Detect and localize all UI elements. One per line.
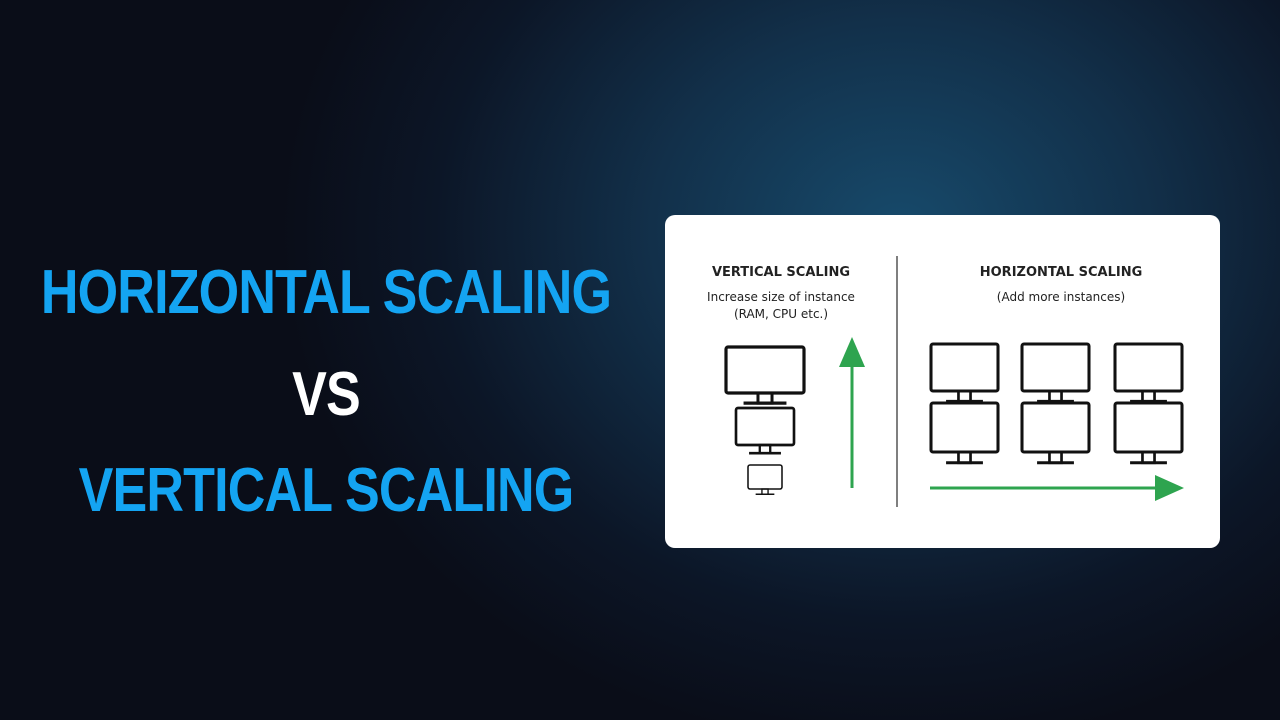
monitor-small-icon [747, 464, 783, 496]
monitor-large-icon [724, 345, 806, 405]
monitor-medium-icon [734, 406, 796, 455]
horizontal-title: HORIZONTAL SCALING [980, 265, 1143, 280]
headline-vertical-scaling: VERTICAL SCALING [78, 456, 575, 525]
vertical-title: VERTICAL SCALING [712, 265, 850, 280]
monitor-icon [1020, 342, 1091, 403]
vertical-subtitle-2: (RAM, CPU etc.) [734, 307, 828, 321]
headline-vs: VS [292, 360, 361, 429]
horizontal-subtitle: (Add more instances) [997, 290, 1125, 304]
headline-horizontal-scaling: HORIZONTAL SCALING [40, 258, 612, 327]
vertical-subtitle-1: Increase size of instance [707, 290, 855, 304]
scaling-diagram-card: VERTICAL SCALING Increase size of instan… [665, 215, 1220, 548]
vertical-arrow-icon [839, 337, 865, 488]
scaling-diagram: VERTICAL SCALING Increase size of instan… [707, 256, 1184, 507]
monitor-icon [929, 401, 1000, 465]
monitor-icon [929, 342, 1000, 403]
monitor-icon [1113, 342, 1184, 403]
monitor-icon [1113, 401, 1184, 465]
monitor-icon [1020, 401, 1091, 465]
horizontal-arrow-icon [930, 475, 1184, 501]
